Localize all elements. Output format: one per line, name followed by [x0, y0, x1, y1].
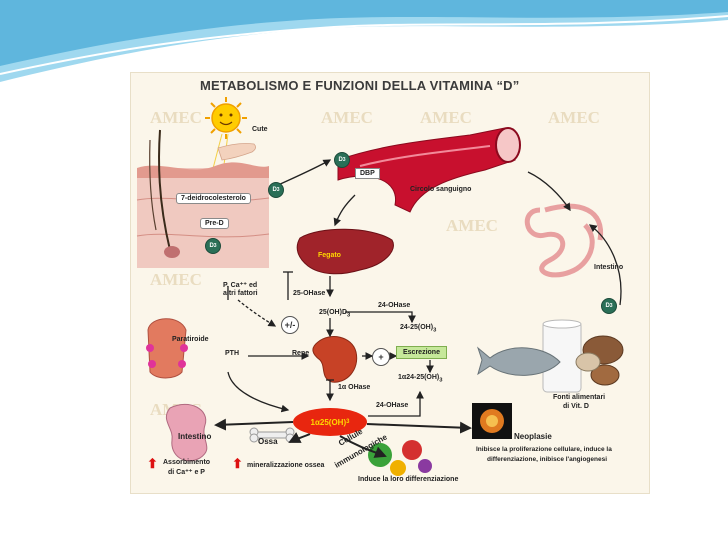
label-fegato: Fegato — [318, 252, 341, 259]
parathyroid-icon — [146, 318, 188, 379]
liver-icon — [296, 228, 394, 275]
label-induce: Induce la loro differenziazione — [358, 476, 459, 483]
label-assorbimento: Assorbimento — [163, 459, 211, 466]
label-intestino-top: Intestino — [594, 264, 624, 271]
blood-vessel-icon — [337, 127, 521, 213]
label-inibisce-2: differenziazione, inibisce l'angiogenesi — [487, 456, 608, 463]
watermark: AMEC — [150, 270, 202, 289]
label-cute: Cute — [252, 126, 268, 133]
label-altri-fattori: altri fattori — [223, 290, 258, 297]
header-wave — [0, 0, 728, 82]
label-ossa: Ossa — [258, 437, 278, 446]
label-24-ohase: 24-OHase — [378, 302, 411, 309]
label-inibisce-1: Inibisce la proliferazione cellulare, in… — [476, 446, 612, 453]
label-mineralizzazione: mineralizzazione ossea — [247, 462, 325, 469]
label-p-ca: P, Ca⁺⁺ ed — [223, 282, 258, 289]
intestine-icon — [524, 203, 604, 278]
label-paratiroide: Paratiroide — [172, 336, 209, 343]
diagram-title: METABOLISMO E FUNZIONI DELLA VITAMINA “D… — [200, 78, 520, 93]
watermark: AMEC — [446, 216, 498, 235]
label-24-25-oh-d3: 24-25(OH)3 — [400, 324, 437, 334]
watermark: AMEC — [321, 108, 373, 127]
label-pth: PTH — [225, 350, 239, 357]
label-1a24-25-oh-d3: 1α24-25(OH)3 — [398, 374, 443, 384]
kidney-icon — [312, 336, 358, 383]
label-25-ohase: 25-OHase — [293, 290, 326, 297]
label-1a-ohase: 1α OHase — [338, 384, 371, 391]
label-escrezione: Escrezione — [396, 346, 447, 359]
label-di-ca-p: di Ca⁺⁺ e P — [168, 469, 205, 476]
label-rene: Rene — [292, 350, 310, 357]
increase-arrow-icon: ⬆ — [147, 456, 158, 471]
label-intestino-bottom: Intestino — [178, 432, 212, 441]
label-di-vit-d: di Vit. D — [563, 403, 589, 410]
label-dbp: DBP — [355, 168, 380, 179]
label-circolo-sanguigno: Circolo sanguigno — [410, 186, 472, 193]
label-25-oh-d3: 25(OH)D3 — [319, 309, 351, 319]
watermark: AMEC — [420, 108, 472, 127]
increase-arrow-icon: ⬆ — [232, 456, 243, 471]
label-fonti-alimentari: Fonti alimentari — [553, 394, 606, 401]
central-1a25-oh2-d3: 1α25(OH)3 — [293, 408, 367, 436]
hand-icon — [217, 143, 256, 161]
neoplasia-icon — [472, 403, 512, 439]
intestine-bottom-icon — [165, 403, 208, 462]
label-neoplasie: Neoplasie — [514, 432, 552, 441]
watermark: AMEC — [548, 108, 600, 127]
label-24-ohase-bottom: 24-OHase — [376, 402, 409, 409]
food-icon — [476, 319, 624, 393]
label-pre-d: Pre-D — [200, 218, 229, 229]
feedback-plus-minus: +/- — [281, 316, 299, 334]
label-7-dehydrocholesterol: 7-deidrocolesterolo — [176, 193, 251, 204]
watermark: AMEC — [150, 108, 202, 127]
sun-icon — [205, 97, 247, 139]
plus-sign: + — [372, 348, 390, 366]
